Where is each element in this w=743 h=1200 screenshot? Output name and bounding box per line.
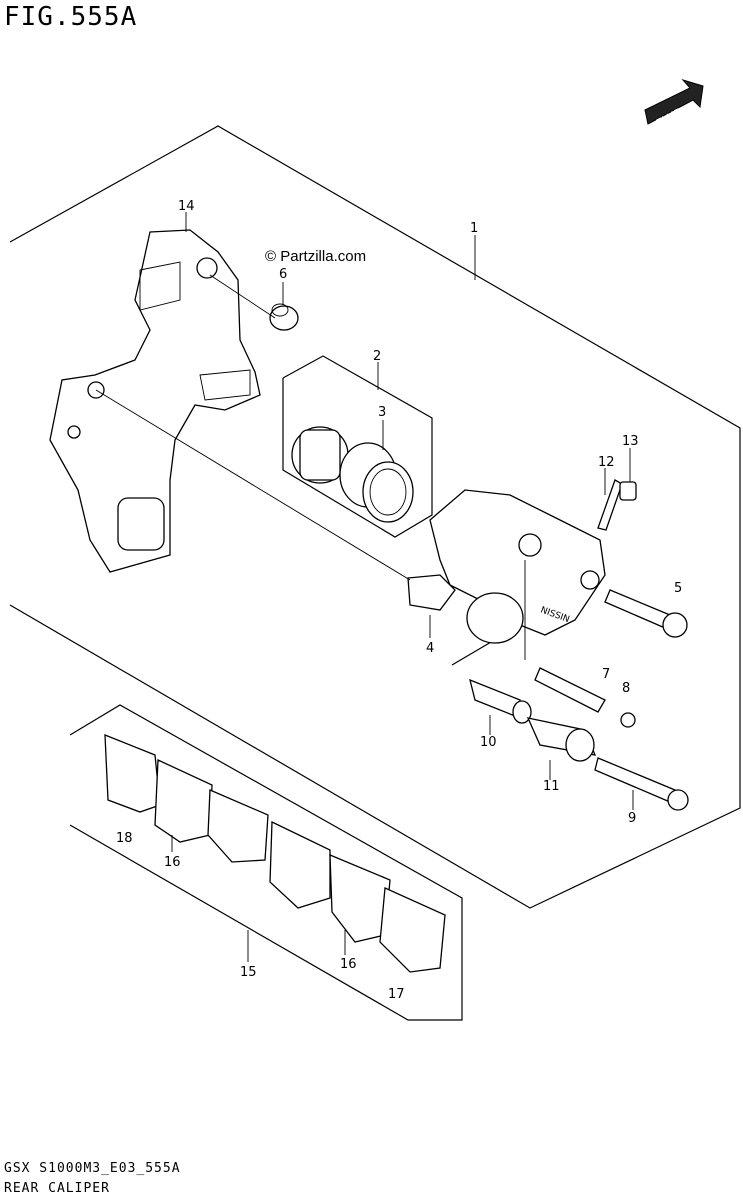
callout-9: 9: [628, 811, 636, 826]
callout-15: 15: [240, 965, 257, 980]
callout-8: 8: [622, 681, 630, 696]
footer-title: REAR CALIPER: [4, 1181, 110, 1196]
callout-10: 10: [480, 735, 497, 750]
footer-code: GSX S1000M3_E03_555A: [4, 1161, 181, 1176]
callout-17: 17: [388, 987, 405, 1002]
brake-pads: [104, 734, 446, 973]
callout-1: 1: [470, 221, 478, 236]
figure-title: FIG.555A: [4, 2, 138, 32]
callout-16a: 16: [164, 855, 181, 870]
watermark: © Partzilla.com: [265, 248, 367, 265]
callout-18: 18: [116, 831, 133, 846]
fwd-arrow-icon: FWD: [644, 79, 704, 132]
bolt-9: [594, 757, 689, 811]
caliper-body: NISSIN: [429, 489, 606, 644]
bleeder-valve: [597, 479, 637, 531]
caliper-bracket: [49, 229, 261, 573]
callout-6: 6: [279, 267, 287, 282]
callout-11: 11: [543, 779, 560, 794]
piston-seals: [291, 426, 414, 523]
callout-7: 7: [602, 667, 610, 682]
cap-6: [269, 303, 299, 331]
sleeve-10: [469, 678, 532, 724]
callout-2: 2: [373, 349, 381, 364]
pin-5: [604, 589, 688, 638]
pad-frame: [69, 704, 463, 1021]
assembly-frame: [9, 125, 741, 909]
boot-11: [526, 717, 597, 762]
callout-4: 4: [426, 641, 434, 656]
callout-12: 12: [598, 455, 615, 470]
leader-lines: [95, 212, 634, 962]
callout-5: 5: [674, 581, 682, 596]
callout-13: 13: [622, 434, 639, 449]
pad-spring: [407, 574, 456, 611]
pin-7: [534, 667, 636, 728]
callout-14: 14: [178, 199, 195, 214]
callout-3: 3: [378, 405, 386, 420]
seal-kit-frame: [282, 355, 433, 538]
callout-16b: 16: [340, 957, 357, 972]
